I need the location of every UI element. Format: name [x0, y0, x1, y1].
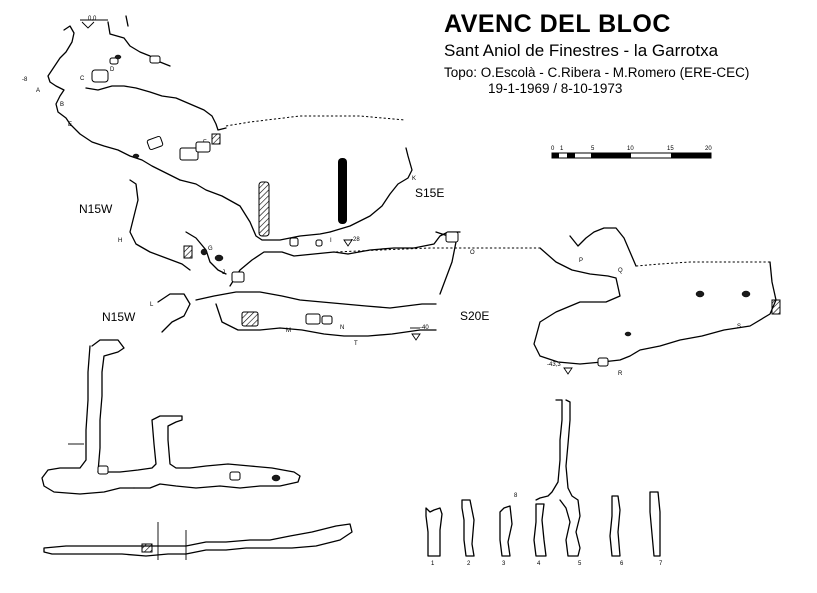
- orientation-label-1: N15W: [79, 202, 113, 216]
- station-label-d: D: [110, 67, 115, 73]
- middle-gallery-section: [157, 231, 459, 341]
- longitudinal-profile: [41, 339, 353, 560]
- scale-tick-1: 1: [560, 146, 564, 152]
- survey-dates: 19-1-1969 / 8-10-1973: [488, 81, 623, 96]
- station-label-n: N: [340, 325, 345, 331]
- profile-label-7: 7: [659, 561, 663, 567]
- depth-label-43: -43,3: [547, 362, 561, 368]
- upper-chamber-section: [129, 147, 540, 287]
- station-label-i: I: [330, 238, 332, 244]
- scale-bar: [551, 152, 712, 159]
- station-label-h: H: [118, 238, 123, 244]
- station-label-b: B: [60, 102, 65, 108]
- depth-label-28: -28: [351, 237, 360, 243]
- survey-authors: Topo: O.Escolà - C.Ribera - M.Romero (ER…: [444, 65, 750, 80]
- station-label-r: R: [618, 371, 623, 377]
- scale-tick-10: 10: [627, 146, 634, 152]
- orientation-label-3: N15W: [102, 310, 136, 324]
- depth-label-0: 0,0: [88, 16, 97, 22]
- station-label-a: A: [36, 88, 41, 94]
- bottom-chamber-section: [533, 227, 781, 375]
- profile-label-5: 5: [578, 561, 582, 567]
- profile-label-2: 2: [467, 561, 471, 567]
- survey-location: Sant Aniol de Finestres - la Garrotxa: [444, 41, 719, 60]
- scale-tick-15: 15: [667, 146, 674, 152]
- depth-label-8: -8: [22, 77, 28, 83]
- profile-label-3: 3: [502, 561, 506, 567]
- orientation-label-2: S15E: [415, 186, 445, 200]
- depth-label-40: -40: [420, 325, 429, 331]
- station-label-o: O: [470, 250, 475, 256]
- scale-tick-20: 20: [705, 146, 712, 152]
- profile-label-6: 6: [620, 561, 624, 567]
- profile-label-4: 4: [537, 561, 541, 567]
- station-label-k: K: [412, 176, 417, 182]
- station-label-q: Q: [618, 268, 623, 274]
- scale-tick-0: 0: [551, 146, 555, 152]
- station-label-s: S: [737, 324, 742, 330]
- station-label-c: C: [80, 76, 85, 82]
- survey-title: AVENC DEL BLOC: [444, 10, 671, 38]
- cross-sections: [425, 399, 661, 557]
- station-label-t: T: [354, 341, 358, 347]
- station-label-m: M: [286, 328, 291, 334]
- station-label-e: E: [68, 122, 73, 128]
- profile-label-8: 8: [514, 493, 518, 499]
- orientation-label-4: S20E: [460, 309, 490, 323]
- entrance-shaft-section: [47, 15, 406, 181]
- station-label-p: P: [579, 258, 584, 264]
- scale-tick-5: 5: [591, 146, 595, 152]
- station-label-l: L: [150, 302, 154, 308]
- profile-label-1: 1: [431, 561, 435, 567]
- station-label-g: G: [208, 246, 213, 252]
